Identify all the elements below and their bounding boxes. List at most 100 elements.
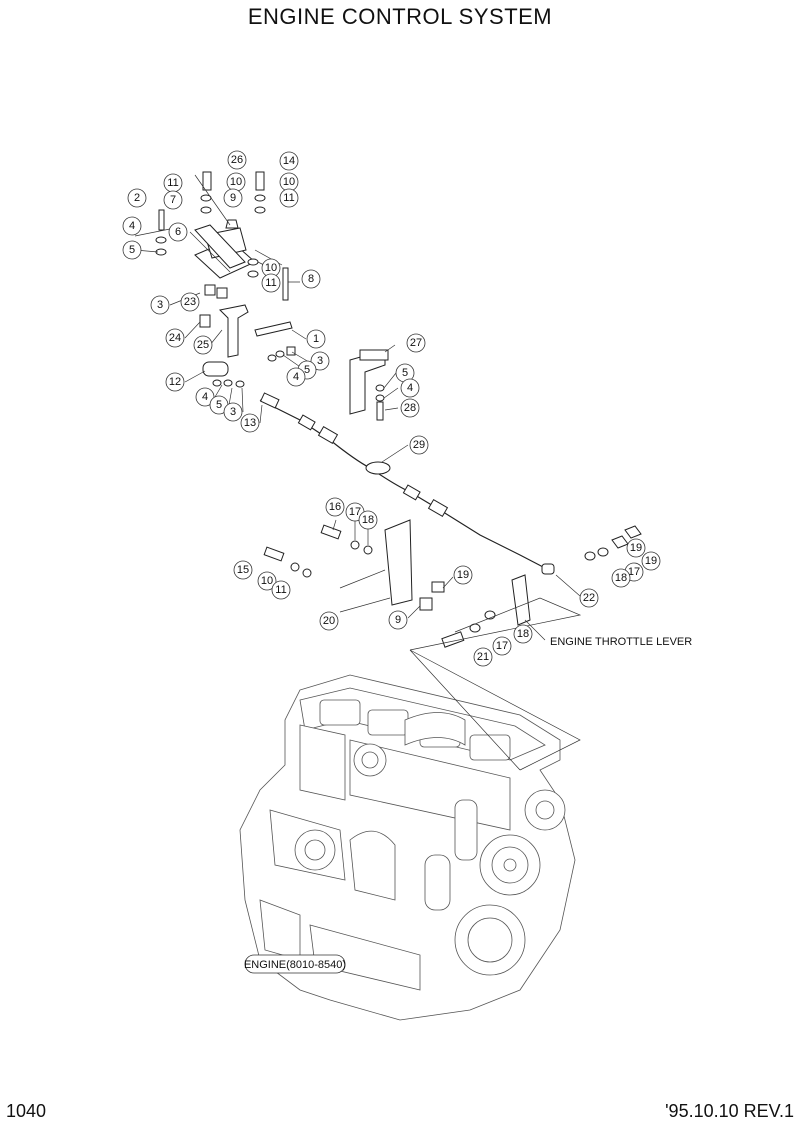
callout-circle <box>165 372 185 392</box>
callout-number: 17 <box>496 640 508 652</box>
part-callout: 19 <box>453 565 473 585</box>
part-callout: 14 <box>279 151 299 171</box>
part-callout: 4 <box>286 367 306 387</box>
callout-number: 4 <box>202 391 208 403</box>
page-number: 1040 <box>6 1101 47 1121</box>
callout-circle <box>492 636 512 656</box>
callout-number: 23 <box>184 296 196 308</box>
callout-circle <box>473 647 493 667</box>
callout-circle <box>195 387 215 407</box>
callout-circle <box>301 269 321 289</box>
revision-date: '95.10.10 REV.1 <box>665 1101 794 1121</box>
part-callout: 3 <box>310 351 330 371</box>
throttle-lever: ENGINE THROTTLE LEVER <box>409 525 692 651</box>
callout-number: 18 <box>362 514 374 526</box>
callout-number: 11 <box>265 277 276 289</box>
part-callout: 16 <box>325 497 345 517</box>
callout-number: 18 <box>615 572 627 584</box>
callout-number: 16 <box>329 501 341 513</box>
callout-circle <box>400 398 420 418</box>
engine-throttle-lever-label: ENGINE THROTTLE LEVER <box>550 636 692 648</box>
callout-circle <box>641 551 661 571</box>
callout-number: 29 <box>413 439 425 451</box>
callout-number: 6 <box>175 226 181 238</box>
part-callout: 2 <box>127 188 147 208</box>
callout-number: 9 <box>230 192 236 204</box>
part-callout: 12 <box>165 372 185 392</box>
callout-number: 26 <box>231 154 243 166</box>
part-callout: 20 <box>319 611 339 631</box>
page-title: ENGINE CONTROL SYSTEM <box>247 4 553 29</box>
callout-circle <box>233 560 253 580</box>
callout-number: 3 <box>157 299 163 311</box>
callout-circle <box>227 150 247 170</box>
part-callout: 26 <box>227 150 247 170</box>
callout-number: 19 <box>457 569 469 581</box>
callout-number: 4 <box>293 371 299 383</box>
part-callout: 5 <box>395 363 415 383</box>
callout-circle <box>626 538 646 558</box>
callout-number: 4 <box>129 220 135 232</box>
part-callout: 4 <box>400 378 420 398</box>
part-callout: 13 <box>240 413 260 433</box>
callout-circle <box>453 565 473 585</box>
part-callout: 21 <box>473 647 493 667</box>
callout-number: 5 <box>216 399 222 411</box>
callout-number: 28 <box>404 402 416 414</box>
part-callout: 22 <box>579 588 599 608</box>
callout-number: 24 <box>169 332 181 344</box>
part-callout: 1 <box>306 329 326 349</box>
part-callout: 24 <box>165 328 185 348</box>
callout-number: 11 <box>167 177 178 189</box>
callout-number: 5 <box>402 367 408 379</box>
part-callout: 17 <box>492 636 512 656</box>
part-callout: 18 <box>611 568 631 588</box>
part-callout: 18 <box>513 624 533 644</box>
callout-number: 2 <box>134 192 140 204</box>
part-callout: 10 <box>226 172 246 192</box>
callout-circle <box>611 568 631 588</box>
callout-number: 8 <box>308 273 314 285</box>
part-callout: 3 <box>223 402 243 422</box>
callout-number: 21 <box>477 651 489 663</box>
callout-circle <box>122 240 142 260</box>
part-callout: 27 <box>406 333 426 353</box>
callout-circle <box>306 329 326 349</box>
callout-circle <box>310 351 330 371</box>
callout-circle <box>122 216 142 236</box>
callout-number: 10 <box>230 176 242 188</box>
pedal-assembly <box>134 171 310 413</box>
part-callout: 18 <box>358 510 378 530</box>
callout-circle <box>319 611 339 631</box>
callout-number: 10 <box>283 176 295 188</box>
part-callout: 11 <box>261 273 281 293</box>
part-callout: 11 <box>279 188 299 208</box>
callout-circle <box>279 151 299 171</box>
engine-illustration: ENGINE(8010-8540) <box>239 649 581 1021</box>
callout-circle <box>513 624 533 644</box>
part-callout: 4 <box>122 216 142 236</box>
part-callout: 23 <box>180 292 200 312</box>
part-callout: 6 <box>168 222 188 242</box>
callout-circle <box>388 610 408 630</box>
callout-circle <box>180 292 200 312</box>
engine-model-label: ENGINE(8010-8540) <box>244 959 346 971</box>
callout-circle <box>168 222 188 242</box>
part-callout: 11 <box>163 173 183 193</box>
callout-number: 14 <box>283 155 295 167</box>
callout-number: 13 <box>244 417 256 429</box>
callout-number: 10 <box>265 262 277 274</box>
part-callout: 3 <box>150 295 170 315</box>
callout-number: 11 <box>275 584 286 596</box>
callout-number: 5 <box>304 364 310 376</box>
cable-bracket <box>349 344 399 421</box>
callout-number: 3 <box>317 355 323 367</box>
part-callout: 5 <box>122 240 142 260</box>
callout-number: 12 <box>169 376 181 388</box>
callout-number: 4 <box>407 382 413 394</box>
part-callout: 9 <box>388 610 408 630</box>
part-callout: 10 <box>279 172 299 192</box>
callout-circle <box>579 588 599 608</box>
part-callout: 15 <box>233 560 253 580</box>
